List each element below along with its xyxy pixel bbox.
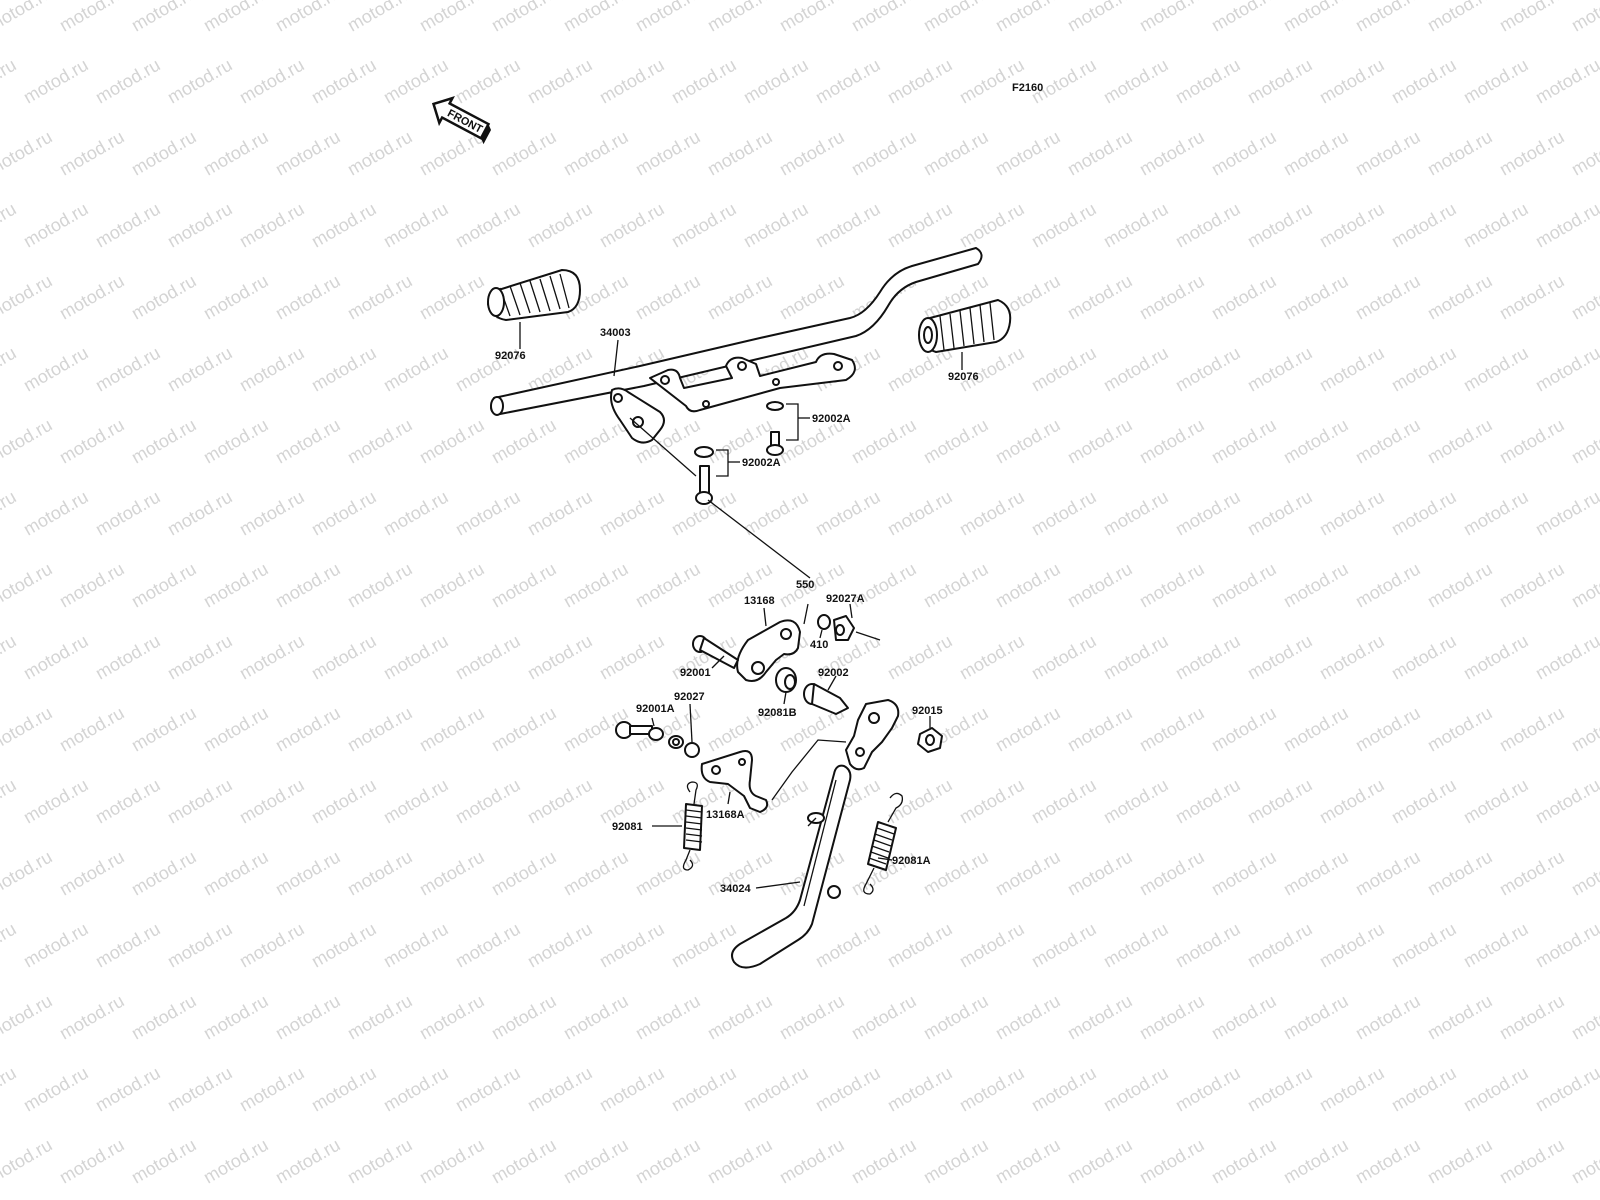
- label-92015: 92015: [912, 705, 943, 717]
- lever-13168a: [700, 750, 769, 813]
- label-92002a-upper: 92002A: [812, 413, 851, 425]
- footrest-rubber-right: [918, 299, 1012, 353]
- label-13168a: 13168A: [706, 809, 745, 821]
- label-92027a: 92027A: [826, 593, 865, 605]
- side-stand: [731, 764, 852, 969]
- bolt-92002: [803, 675, 849, 715]
- label-34024: 34024: [720, 883, 751, 895]
- footrest-bar: [490, 247, 983, 444]
- collar-92081b: [775, 667, 797, 705]
- label-550: 550: [796, 579, 814, 591]
- nut-92015: [917, 716, 943, 753]
- label-92076-left: 92076: [495, 350, 526, 362]
- bolt-92001: [692, 635, 739, 669]
- lever-13168: [736, 607, 801, 682]
- label-410: 410: [810, 639, 828, 651]
- label-92027: 92027: [674, 691, 705, 703]
- diagram-code: F2160: [1012, 82, 1043, 94]
- label-92076-right: 92076: [948, 371, 979, 383]
- pin-550: [803, 603, 809, 625]
- label-92081a: 92081A: [892, 855, 931, 867]
- washer-410: [817, 614, 831, 630]
- front-arrow-icon: FRONT: [431, 96, 492, 145]
- bolt-92002a-upper: [766, 401, 810, 456]
- washer-92027: [684, 742, 700, 758]
- spring-92081a: [863, 792, 904, 895]
- spring-92081: [682, 781, 703, 871]
- label-92081b: 92081B: [758, 707, 797, 719]
- label-92001: 92001: [680, 667, 711, 679]
- label-92081: 92081: [612, 821, 643, 833]
- label-92002: 92002: [818, 667, 849, 679]
- label-92002a-lower: 92002A: [742, 457, 781, 469]
- nut-92027a: [833, 603, 881, 641]
- label-92001a: 92001A: [636, 703, 675, 715]
- bolt-92001a: [615, 717, 684, 749]
- bolt-92002a-lower: [694, 446, 740, 505]
- label-13168: 13168: [744, 595, 775, 607]
- stand-bracket: [771, 699, 900, 801]
- label-34003: 34003: [600, 327, 631, 339]
- footrest-rubber-left: [487, 269, 581, 321]
